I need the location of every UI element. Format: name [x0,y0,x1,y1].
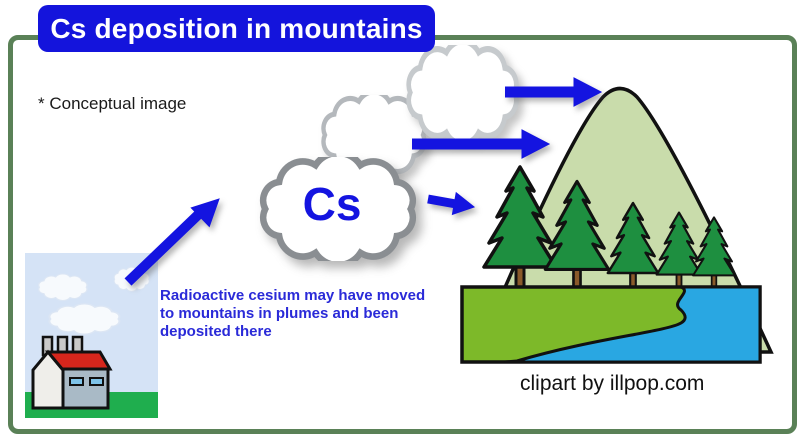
factory-window [89,377,104,386]
factory-body [61,367,110,410]
factory-icon [31,335,113,410]
factory-window [69,377,84,386]
credit-text: clipart by illpop.com [520,372,705,395]
caption: Radioactive cesium may have moved to mou… [160,287,425,341]
caption-line: Radioactive cesium may have moved [160,287,426,304]
plume-cloud-large [259,157,416,261]
title-banner: Cs deposition in mountains [38,5,435,52]
mountain-illustration [460,86,774,364]
caption-line: to mountains in plumes and been [160,305,399,322]
conceptual-note: * Conceptual image [38,94,187,113]
river-icon [504,285,762,364]
factory-roof [44,350,113,372]
caption-line: deposited there [160,323,272,340]
plume-cloud-top [406,45,519,140]
factory-illustration [25,253,158,418]
cs-cloud-label: Cs [302,178,362,230]
page-title: Cs deposition in mountains [50,12,423,44]
